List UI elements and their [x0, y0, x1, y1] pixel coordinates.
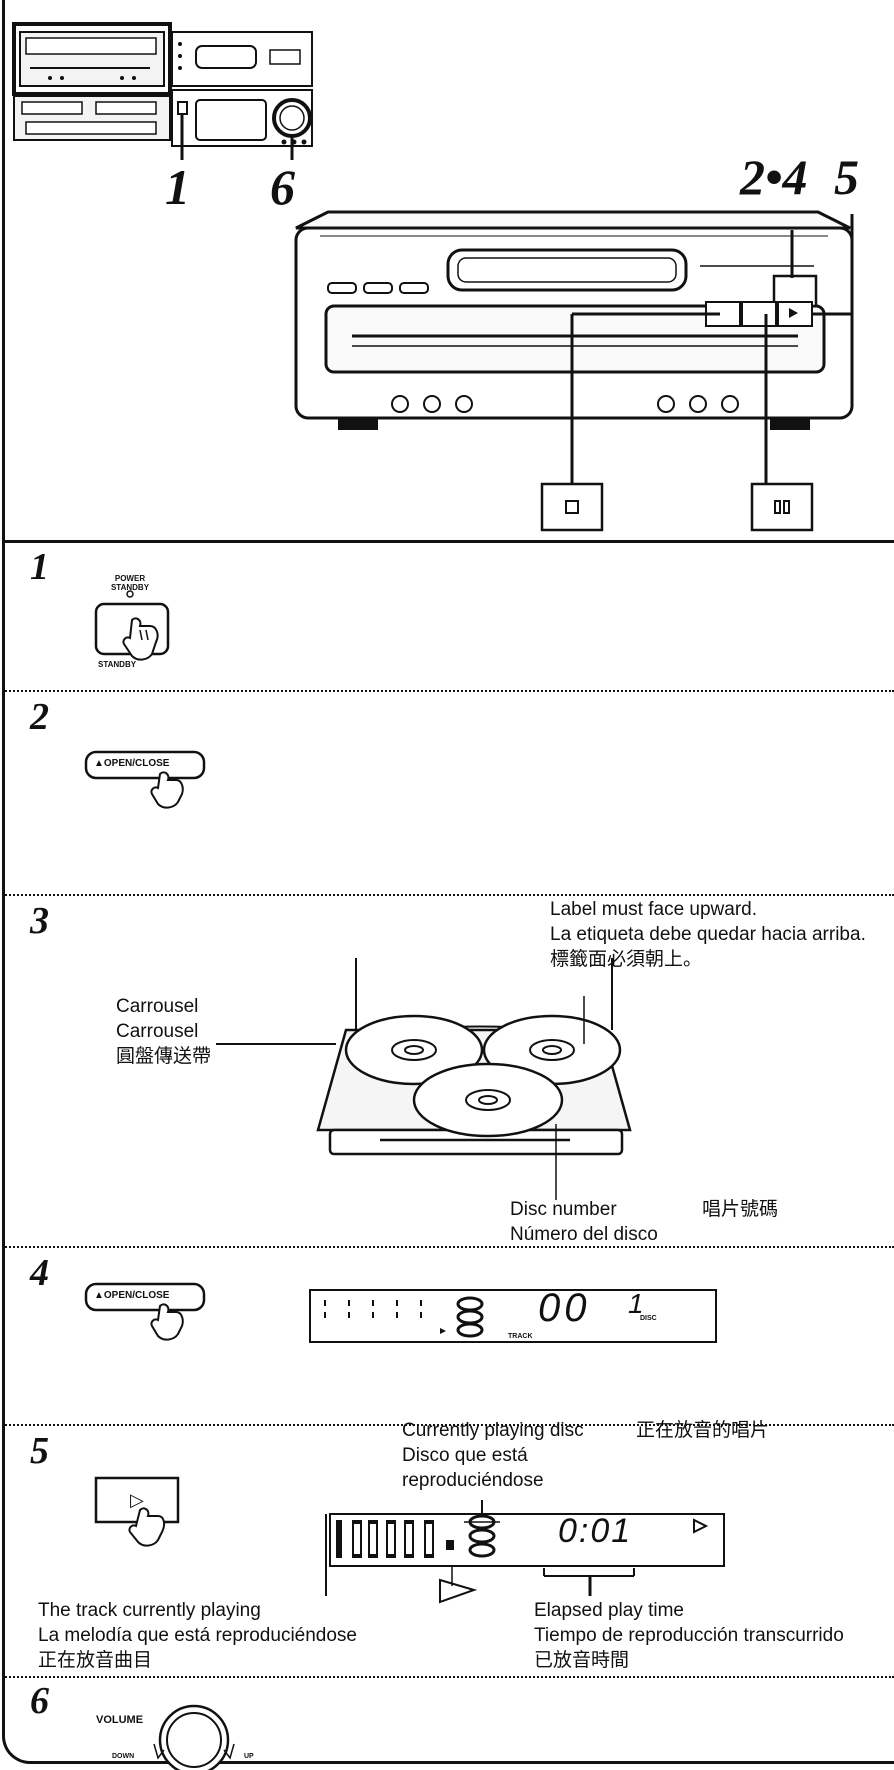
elapsed-play-time-text: Elapsed play time Tiempo de reproducción… [534, 1598, 844, 1673]
display-time-value: 0:01 [558, 1514, 632, 1548]
volume-label: VOLUME [96, 1716, 143, 1725]
volume-up-label: UP [244, 1752, 254, 1761]
volume-knob-icon [150, 1714, 270, 1770]
section-divider [2, 1676, 894, 1678]
step-6-number: 6 [30, 1682, 49, 1720]
volume-down-label: DOWN [112, 1752, 134, 1761]
track-playing-text: The track currently playing La melodía q… [38, 1598, 357, 1673]
